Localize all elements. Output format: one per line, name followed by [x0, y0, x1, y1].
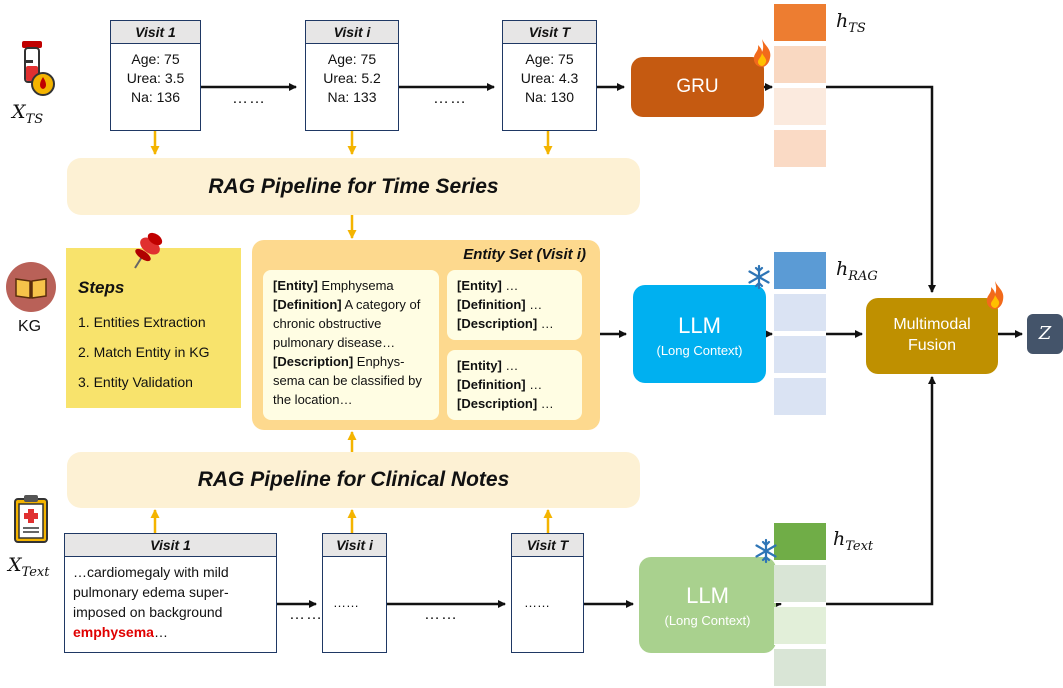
book-icon [6, 262, 56, 312]
visit-title: Visit T [512, 534, 583, 557]
urea-value: Urea: 3.5 [126, 70, 185, 86]
note-highlight: emphysema [73, 624, 154, 640]
ts-visit-box-1: Visit 1 Age: 75 Urea: 3.5 Na: 136 [110, 20, 201, 131]
age-value: Age: 75 [327, 51, 377, 67]
note-visit-box-t: Visit T …… [511, 533, 584, 653]
visit-title: Visit i [306, 21, 398, 44]
note-text: …cardiomegaly with mild pulmonary edema … [65, 557, 276, 647]
llm-text-node: LLM (Long Context) [639, 557, 776, 653]
notes-ellipsis-2: …… [424, 606, 458, 623]
fusion-line1: Multimodal [893, 316, 971, 333]
entity-value: Emphysema [317, 278, 394, 293]
visit-title: Visit T [503, 21, 596, 44]
ts-ellipsis-2: …… [433, 90, 467, 107]
step-item: 2. Match Entity in KG [78, 344, 210, 360]
h-ts-label: hTS [836, 10, 866, 36]
note-placeholder: …… [333, 595, 359, 610]
note-text-main: …cardiomegaly with mild pulmonary edema … [73, 564, 229, 620]
urea-value: Urea: 5.2 [323, 70, 381, 86]
notes-ellipsis-1: …… [289, 606, 323, 623]
rag-pipeline-ts: RAG Pipeline for Time Series [67, 158, 640, 215]
steps-title: Steps [78, 278, 125, 297]
ts-visit-box-t: Visit T Age: 75 Urea: 4.3 Na: 130 [502, 20, 597, 131]
na-value: Na: 130 [524, 89, 575, 105]
age-value: Age: 75 [525, 51, 574, 67]
step-item: 3. Entity Validation [78, 374, 193, 390]
h-text-label: hText [833, 528, 874, 554]
llm-rag-node: LLM (Long Context) [633, 285, 766, 383]
visit-title: Visit i [323, 534, 386, 557]
entity-key: [Entity] [273, 278, 318, 293]
fusion-line2: Fusion [907, 337, 957, 354]
note-visit-box-1: Visit 1 …cardiomegaly with mild pulmonar… [64, 533, 277, 653]
snowflake-icon [753, 538, 779, 564]
entity-set-title: Entity Set (Visit i) [463, 246, 586, 263]
llm-text-label: LLM [686, 583, 729, 608]
embedding-h-text [774, 523, 826, 687]
embedding-h-rag [774, 252, 826, 416]
ts-modality-label: XTS [12, 101, 44, 127]
entity-value: … [501, 358, 519, 373]
na-value: Na: 133 [327, 89, 377, 105]
llm-rag-sub: (Long Context) [656, 343, 743, 358]
ts-visit-box-i: Visit i Age: 75 Urea: 5.2 Na: 133 [305, 20, 399, 131]
rag-pipeline-notes: RAG Pipeline for Clinical Notes [67, 452, 640, 508]
description-key: [Description] [457, 316, 538, 331]
entity-card-small-1: [Entity] … [Definition] … [Description] … [447, 270, 582, 340]
entity-key: [Entity] [457, 278, 502, 293]
push-pin-icon [128, 228, 168, 272]
flame-icon [984, 280, 1006, 310]
test-tube-icon [17, 40, 55, 98]
flame-icon [751, 38, 773, 68]
steps-note: Steps 1. Entities Extraction 2. Match En… [66, 248, 241, 408]
entity-card-small-2: [Entity] … [Definition] … [Description] … [447, 350, 582, 420]
definition-key: [Definition] [273, 297, 342, 312]
description-value: … [537, 396, 554, 411]
visit-title: Visit 1 [65, 534, 276, 557]
note-placeholder: …… [524, 595, 550, 610]
visit-title: Visit 1 [111, 21, 200, 44]
gru-node: GRU [631, 57, 764, 117]
htext-to-fusion-arrow [826, 376, 936, 606]
multimodal-fusion-node: Multimodal Fusion [866, 298, 998, 374]
llm-rag-label: LLM [678, 313, 721, 338]
output-z-node: Z [1027, 314, 1063, 354]
llm-text-sub: (Long Context) [664, 613, 751, 628]
urea-value: Urea: 4.3 [520, 70, 579, 86]
description-value: Enphys-sema can be classified by the loc… [273, 354, 422, 407]
hts-to-fusion-arrow [826, 85, 936, 293]
output-z-label: Z [1038, 323, 1052, 344]
embedding-h-ts [774, 4, 826, 169]
description-value: … [537, 316, 554, 331]
notes-modality-label: XText [8, 554, 50, 580]
description-key: [Description] [273, 354, 354, 369]
gru-label: GRU [676, 76, 719, 97]
age-value: Age: 75 [131, 51, 180, 67]
definition-value: … [525, 297, 543, 312]
description-key: [Description] [457, 396, 538, 411]
entity-card-main: [Entity] Emphysema [Definition] A catego… [263, 270, 439, 420]
step-item: 1. Entities Extraction [78, 314, 206, 330]
snowflake-icon [746, 264, 772, 290]
na-value: Na: 136 [130, 89, 181, 105]
kg-label: KG [18, 318, 42, 335]
clipboard-icon [13, 494, 49, 544]
h-rag-label: hRAG [836, 258, 878, 284]
definition-key: [Definition] [457, 297, 526, 312]
note-text-tail: … [153, 624, 168, 640]
ts-ellipsis-1: …… [232, 90, 266, 107]
definition-key: [Definition] [457, 377, 526, 392]
note-visit-box-i: Visit i …… [322, 533, 387, 653]
definition-value: … [525, 377, 543, 392]
definition-value: A category of chronic obstructive pulmon… [273, 297, 421, 350]
entity-value: … [501, 278, 519, 293]
entity-key: [Entity] [457, 358, 502, 373]
